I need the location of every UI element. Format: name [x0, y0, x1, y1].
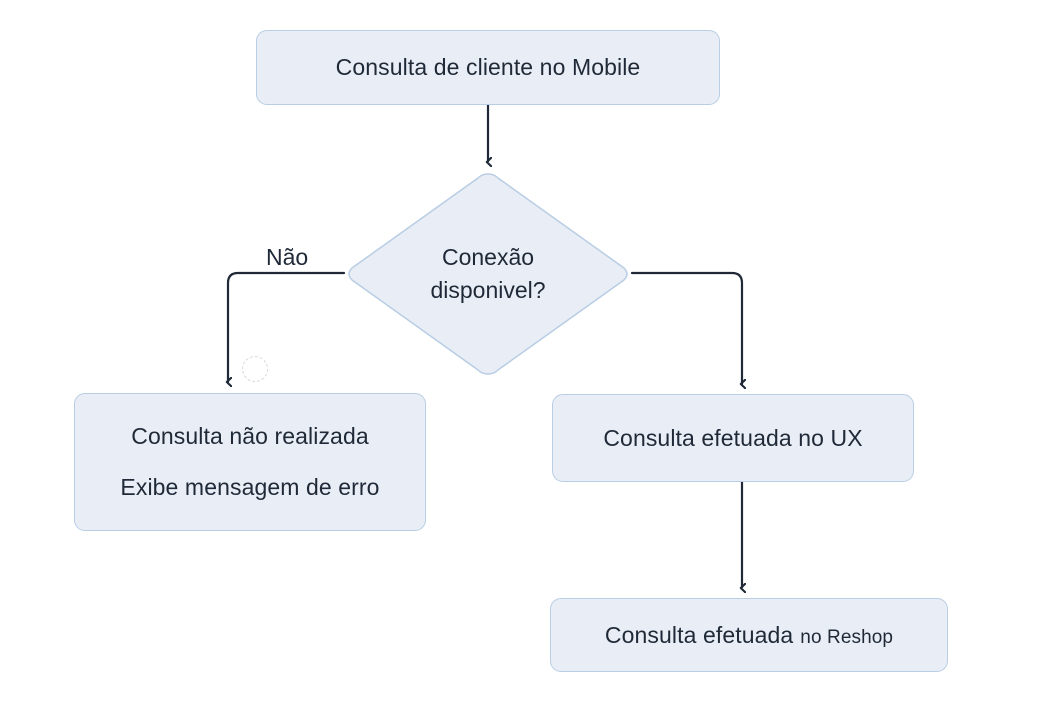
node-error-line2: Exibe mensagem de erro: [120, 474, 380, 500]
node-ux[interactable]: Consulta efetuada no UX: [552, 394, 914, 482]
node-ux-label: Consulta efetuada no UX: [603, 424, 863, 451]
node-start-label: Consulta de cliente no Mobile: [335, 54, 641, 81]
node-error-line1: Consulta não realizada: [131, 423, 369, 450]
node-error[interactable]: Consulta não realizada Exibe mensagem de…: [74, 393, 426, 531]
diamond-shape: [348, 173, 628, 375]
edge-decision-to-ux: [630, 271, 742, 384]
node-reshop-label: Consulta efetuada no Reshop: [605, 621, 893, 650]
node-reshop-label-small: no Reshop: [800, 626, 894, 648]
connection-handle-artifact: [242, 356, 268, 382]
node-reshop-label-main: Consulta efetuada: [604, 621, 794, 648]
node-reshop[interactable]: Consulta efetuada no Reshop: [550, 598, 948, 672]
node-decision[interactable]: Conexão disponivel?: [344, 170, 632, 378]
node-start[interactable]: Consulta de cliente no Mobile: [256, 30, 720, 105]
edge-label-nao: Não: [262, 246, 313, 269]
